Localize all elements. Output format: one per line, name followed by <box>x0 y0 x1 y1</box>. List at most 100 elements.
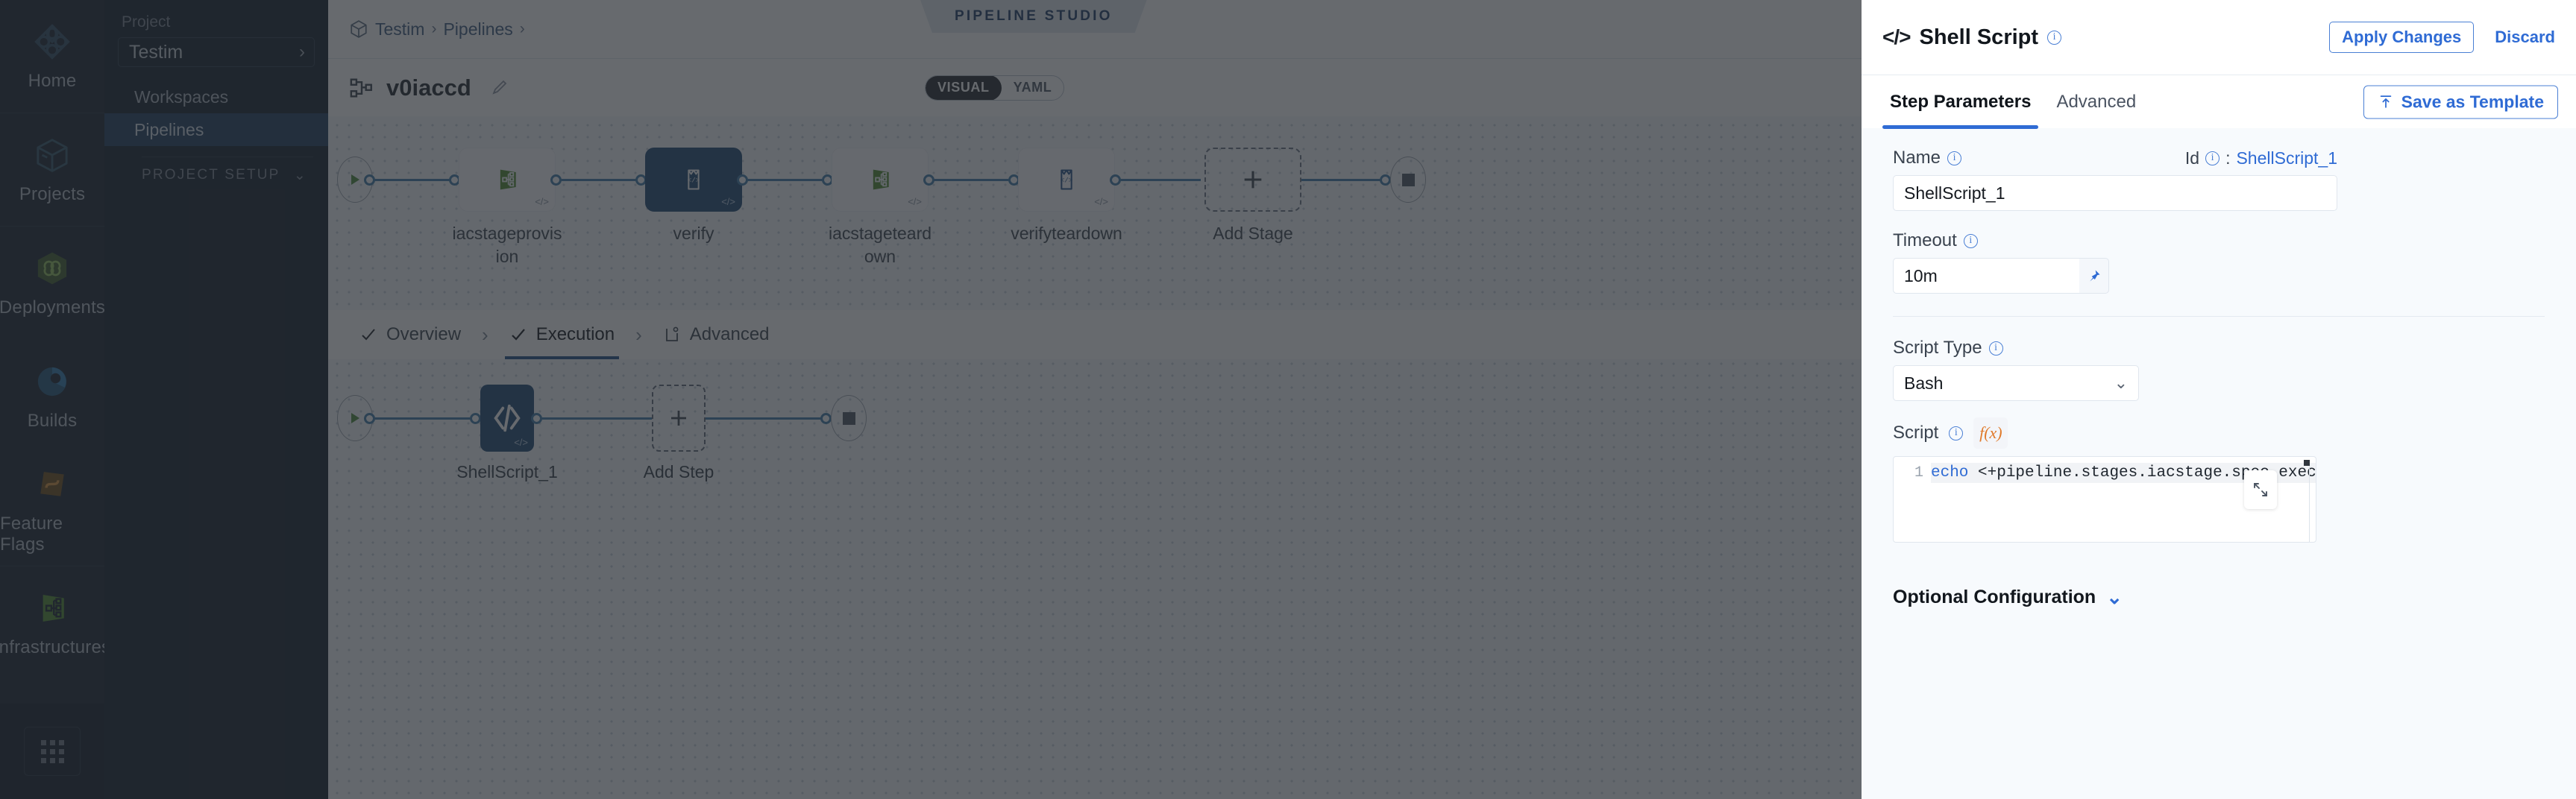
id-value[interactable]: ShellScript_1 <box>2236 148 2337 168</box>
tab-execution[interactable]: Execution <box>496 310 628 359</box>
sidebar-item-feature-flags[interactable]: Feature Flags <box>0 453 104 566</box>
upload-template-icon <box>2380 95 2391 108</box>
script-type-label-group: Script Type i <box>1893 338 2545 359</box>
breadcrumb-separator: › <box>519 20 525 37</box>
tab-advanced[interactable]: Advanced <box>2056 91 2137 112</box>
add-step-button[interactable]: Add Step <box>644 385 714 481</box>
apply-changes-button[interactable]: Apply Changes <box>2329 22 2475 53</box>
toggle-visual[interactable]: VISUAL <box>926 75 1002 100</box>
tab-overview[interactable]: Overview <box>346 310 474 359</box>
stage-node-label: verify <box>673 224 714 243</box>
toggle-yaml[interactable]: YAML <box>1013 80 1052 95</box>
pipeline-studio-badge: PIPELINE STUDIO <box>920 0 1147 33</box>
stage-node-iacstageprovision[interactable]: </> iacstageprovision <box>452 148 562 266</box>
stage-node-verifyteardown[interactable]: </> </> verifyteardown <box>1011 148 1122 243</box>
editor-scroll-marker[interactable] <box>2304 460 2310 466</box>
info-icon[interactable]: i <box>2047 30 2062 45</box>
code-brackets-icon <box>494 404 521 432</box>
play-icon <box>351 174 359 185</box>
connector-dot <box>820 413 832 424</box>
breadcrumb-item-pipelines[interactable]: Pipelines <box>443 19 513 39</box>
sidebar-item-builds[interactable]: Builds <box>0 340 104 453</box>
expression-fx-button[interactable]: f(x) <box>1973 417 2008 449</box>
stage-node-box[interactable]: </> <box>832 148 929 212</box>
timeout-field <box>1893 258 2109 294</box>
stop-square-icon <box>842 411 855 425</box>
stage-node-tag: </> <box>1094 196 1108 207</box>
sidebar-item-projects[interactable]: Projects <box>0 113 104 227</box>
info-icon[interactable]: i <box>1988 341 2003 356</box>
edge-line <box>746 179 828 181</box>
edge-line <box>1301 179 1385 181</box>
sidebar-item-workspaces[interactable]: Workspaces <box>104 80 328 113</box>
info-icon[interactable]: i <box>2205 151 2220 165</box>
step-end-node[interactable] <box>831 395 867 441</box>
project-selector-value: Testim <box>129 41 183 63</box>
svg-text:</>: </> <box>1061 176 1072 184</box>
chevron-down-icon: ⌄ <box>2106 586 2123 608</box>
sidebar-item-deployments[interactable]: Deployments <box>0 227 105 340</box>
rail-bottom-area <box>0 704 104 799</box>
optional-configuration-toggle[interactable]: Optional Configuration ⌄ <box>1893 586 2545 609</box>
step-node-shellscript-1[interactable]: </> ShellScript_1 <box>456 385 558 481</box>
info-icon[interactable]: i <box>1947 151 1962 165</box>
tab-advanced[interactable]: Advanced <box>650 310 783 359</box>
stage-node-tag: </> <box>908 196 922 207</box>
sidebar-item-home[interactable]: Home <box>0 0 104 113</box>
pin-glyph <box>2089 270 2099 282</box>
script-type-select[interactable]: Bash ⌄ <box>1893 365 2139 401</box>
project-setup-section[interactable]: PROJECT SETUP ⌄ <box>104 157 328 193</box>
discard-button[interactable]: Discard <box>2490 28 2560 47</box>
edge-line <box>706 417 825 420</box>
project-nav-label: Project <box>122 13 171 31</box>
save-as-template-label: Save as Template <box>2401 92 2544 111</box>
project-selector[interactable]: Testim › <box>118 37 315 67</box>
add-step-box[interactable] <box>652 385 706 452</box>
project-setup-label: PROJECT SETUP <box>142 167 280 183</box>
cube-breadcrumb-icon <box>351 20 367 38</box>
view-mode-toggle[interactable]: VISUAL YAML <box>925 75 1065 101</box>
shell-script-icon: </> <box>1061 169 1072 190</box>
stage-node-box[interactable]: </> </> <box>1018 148 1115 212</box>
chevron-down-icon: ⌄ <box>2114 373 2128 392</box>
script-label-group: Script i f(x) <box>1893 417 2545 449</box>
edge-line <box>540 417 652 420</box>
add-stage-box[interactable] <box>1204 148 1301 212</box>
step-node-box[interactable]: </> <box>480 385 534 452</box>
expand-arrows-icon[interactable] <box>2244 470 2277 509</box>
sidebar-item-label: Home <box>28 70 77 91</box>
home-clover-icon <box>34 23 70 60</box>
tab-step-parameters[interactable]: Step Parameters <box>1882 75 2039 129</box>
shell-script-icon: </> <box>688 169 700 190</box>
drawer-header: </> Shell Script i Apply Changes Discard <box>1862 0 2576 75</box>
script-type-value: Bash <box>1904 373 1944 393</box>
name-label: Name <box>1893 148 1941 168</box>
grid-apps-button[interactable] <box>24 727 81 776</box>
stage-node-box[interactable]: </> <box>459 148 556 212</box>
name-input[interactable] <box>1893 175 2337 211</box>
edit-pencil-icon[interactable] <box>491 79 509 97</box>
sidebar-item-label: Feature Flags <box>0 513 63 555</box>
pin-icon[interactable] <box>2079 258 2109 294</box>
timeout-input[interactable] <box>1893 258 2079 294</box>
stage-node-verify[interactable]: </> </> verify <box>645 148 742 243</box>
pipeline-end-node[interactable] <box>1390 157 1426 203</box>
stage-node-box[interactable]: </> </> <box>645 148 742 212</box>
breadcrumb-item-testim[interactable]: Testim <box>375 19 425 39</box>
sidebar-item-pipelines[interactable]: Pipelines <box>104 113 328 146</box>
id-label: Id <box>2184 148 2200 168</box>
drawer-title: Shell Script <box>1919 25 2039 49</box>
script-code-editor[interactable]: 1 echo <+pipeline.stages.iacstage.spec.e… <box>1893 456 2316 543</box>
stage-node-iacstageteardown[interactable]: </> iacstageteardown <box>829 148 932 266</box>
drawer-tabs: Step Parameters Advanced Save as Templat… <box>1862 75 2576 129</box>
sidebar-item-infrastructures[interactable]: Infrastructures <box>0 566 110 680</box>
info-icon[interactable]: i <box>1949 426 1964 440</box>
id-line: Id i : ShellScript_1 <box>2185 148 2337 168</box>
editor-gutter: 1 <box>1914 464 1923 481</box>
add-stage-button[interactable]: Add Stage <box>1204 148 1301 243</box>
info-icon[interactable]: i <box>1963 233 1978 248</box>
save-as-template-button[interactable]: Save as Template <box>2363 85 2558 119</box>
sidebar-item-label: Projects <box>19 183 86 204</box>
step-node-tag: </> <box>514 437 528 448</box>
name-label-group: Name i <box>1893 148 1962 168</box>
